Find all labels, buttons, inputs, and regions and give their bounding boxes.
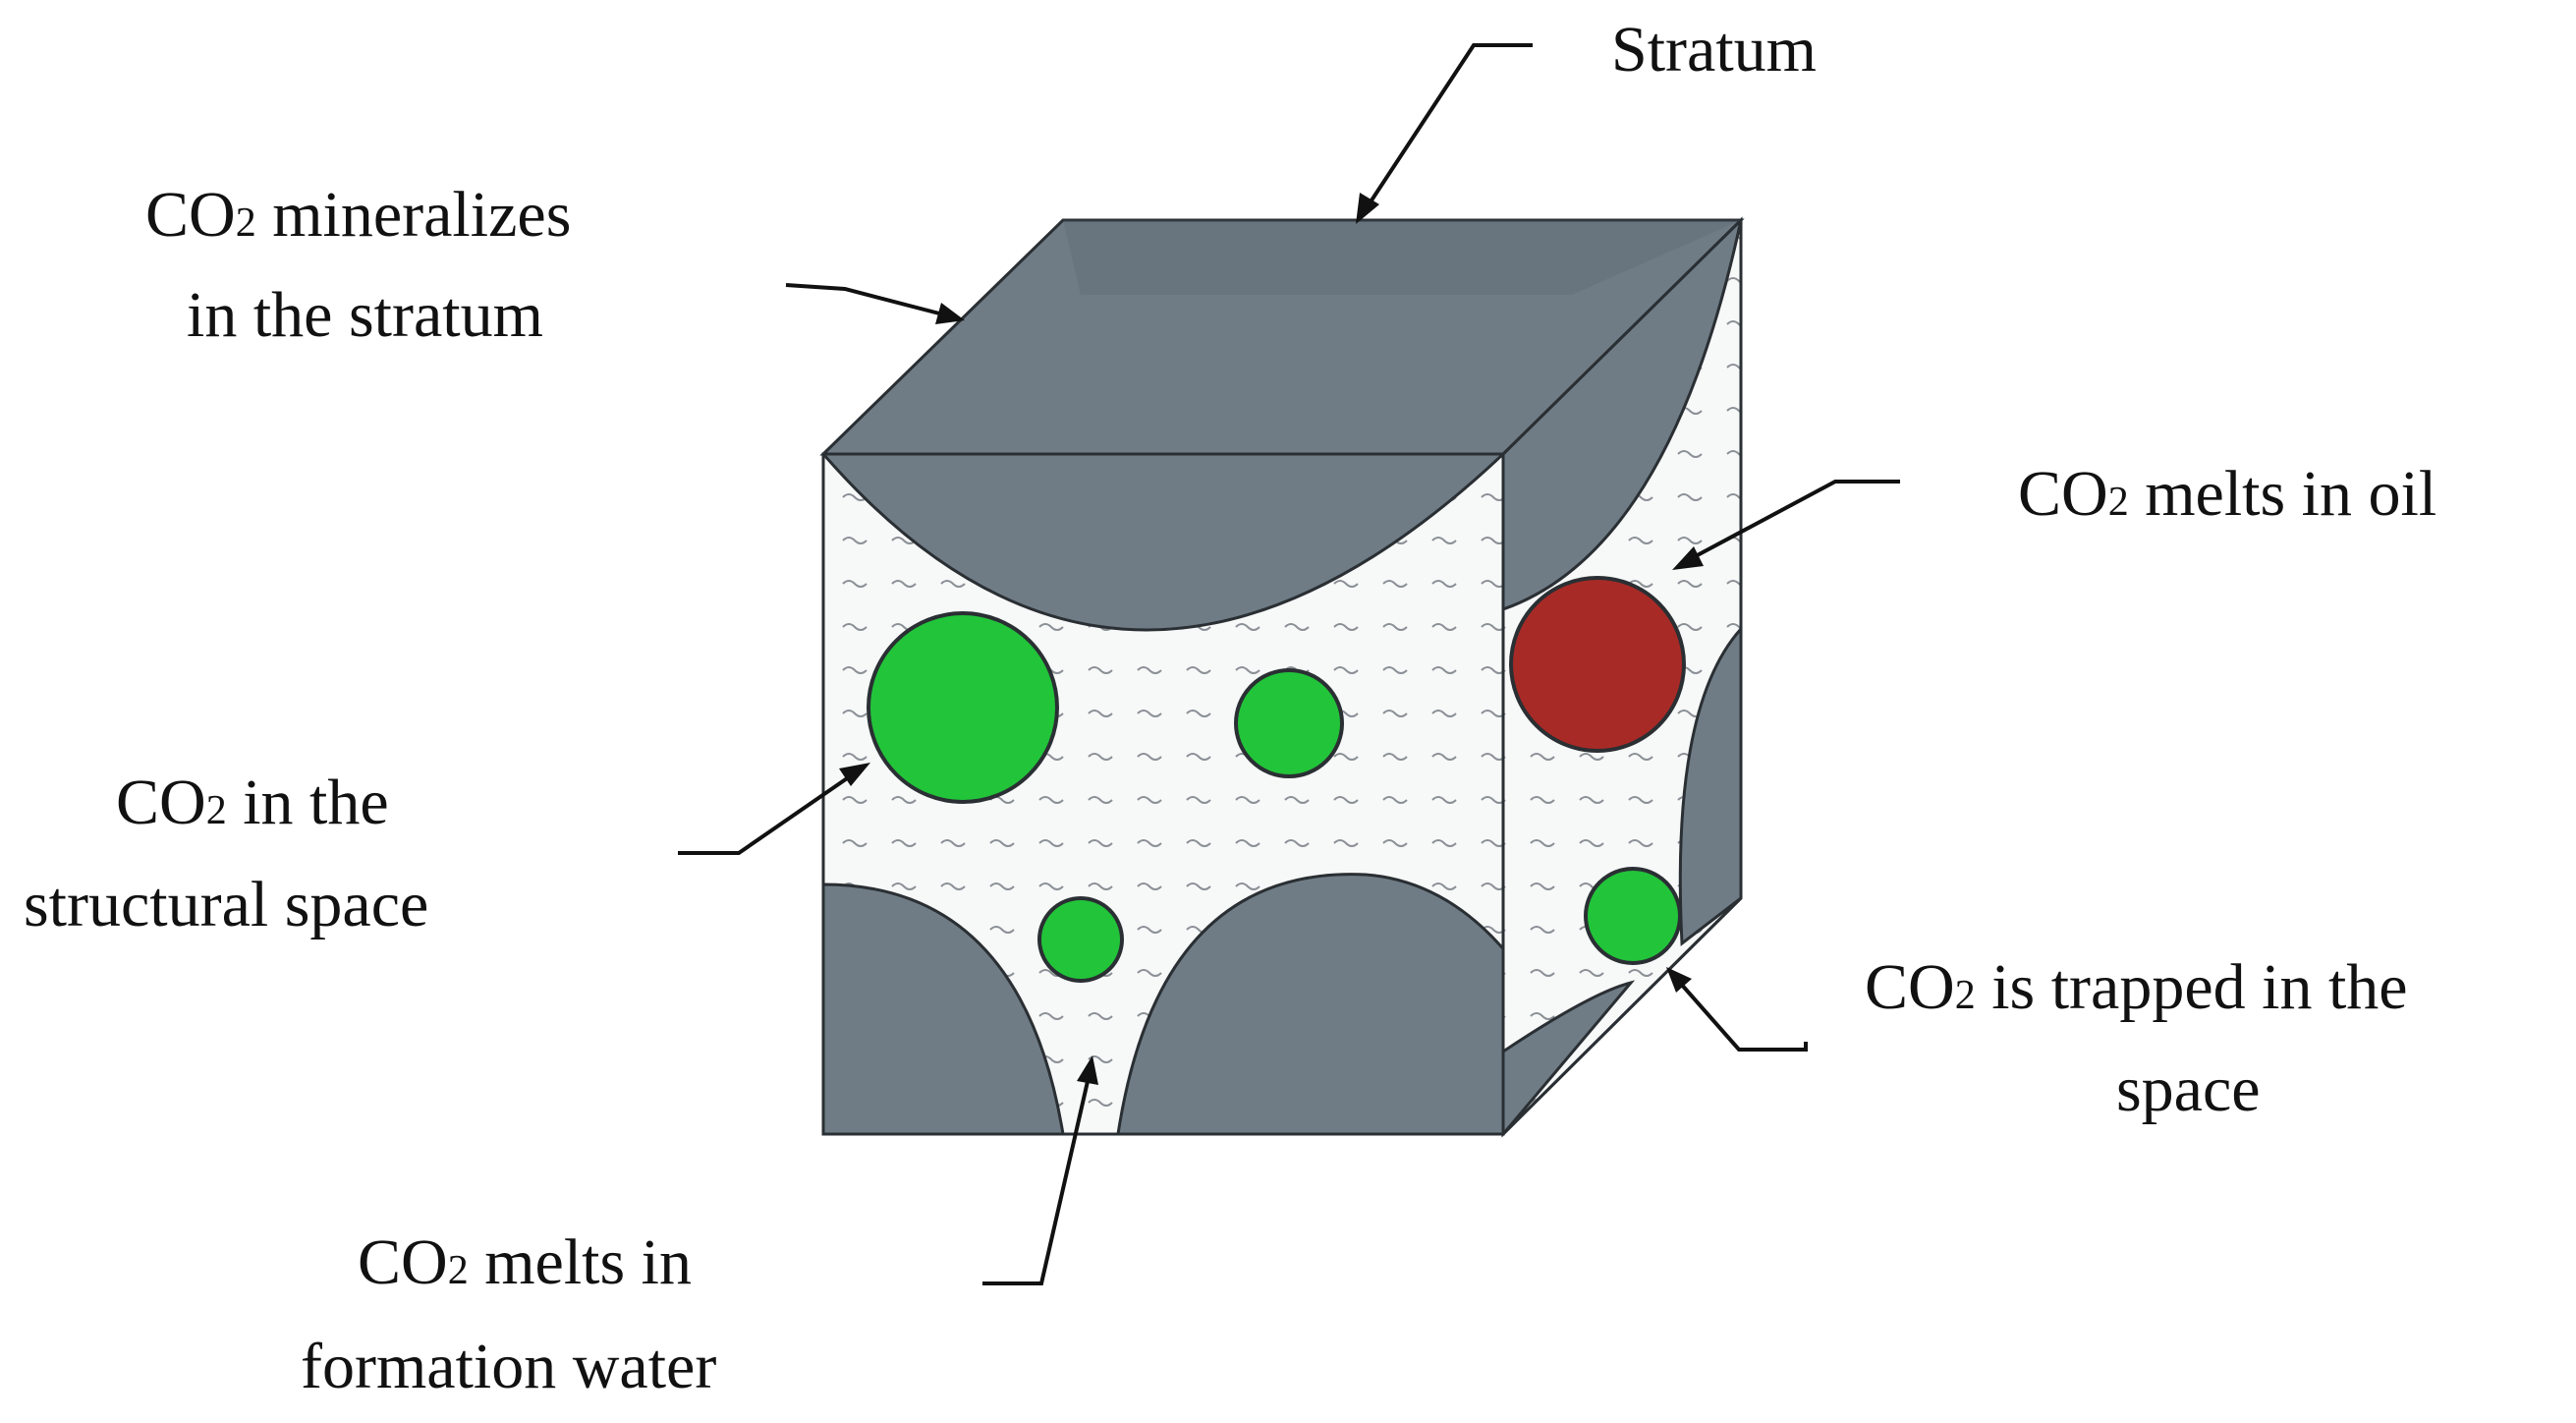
rock-grain-top-arc [823,454,1503,632]
co2-bubble-large [867,611,1059,804]
rock-grain-bottom-right [1116,873,1503,1134]
leader-water [982,1076,1091,1285]
label-trapped-line2: space [2116,1053,2261,1125]
label-mineralizes-line1: CO2 mineralizes [145,179,571,251]
label-trapped-line1: CO2 is trapped in the [1865,951,2408,1023]
label-mineralizes-line2: in the stratum [187,279,543,351]
stratum-top-shade [1063,220,1741,295]
label-structural-line2: structural space [24,869,428,940]
leader-lines [678,43,1900,1285]
rock-grain-side-top [1503,220,1741,612]
labels: Stratum CO2 mineralizes in the stratum C… [24,14,2436,1402]
label-oil: CO2 melts in oil [2018,458,2436,530]
leader-structural [678,772,855,855]
label-water-line1: CO2 melts in [358,1226,692,1298]
leader-stratum [1366,43,1533,208]
rock-grain-bottom-left [823,882,1065,1134]
co2-bubbles [867,576,1686,983]
co2-bubble-medium [1234,668,1344,778]
arrowhead-oil [1672,546,1704,570]
arrowhead-mineralizes [935,303,965,324]
arrowhead-stratum [1356,193,1379,224]
arrowhead-trapped [1666,967,1692,993]
leader-oil [1691,480,1900,560]
leader-trapped [1678,981,1808,1052]
co2-bubble-small [1037,896,1124,983]
co2-oil-droplet [1509,576,1686,753]
label-structural-line1: CO2 in the [116,767,389,838]
leader-mineralizes [785,283,944,316]
rock-grain-side-bottom [1503,980,1636,1134]
label-water-line2: formation water [301,1331,716,1402]
arrowhead-water [1077,1055,1098,1085]
arrowhead-structural [839,763,870,786]
label-stratum: Stratum [1611,14,1817,85]
co2-bubble-trapped [1584,867,1682,965]
